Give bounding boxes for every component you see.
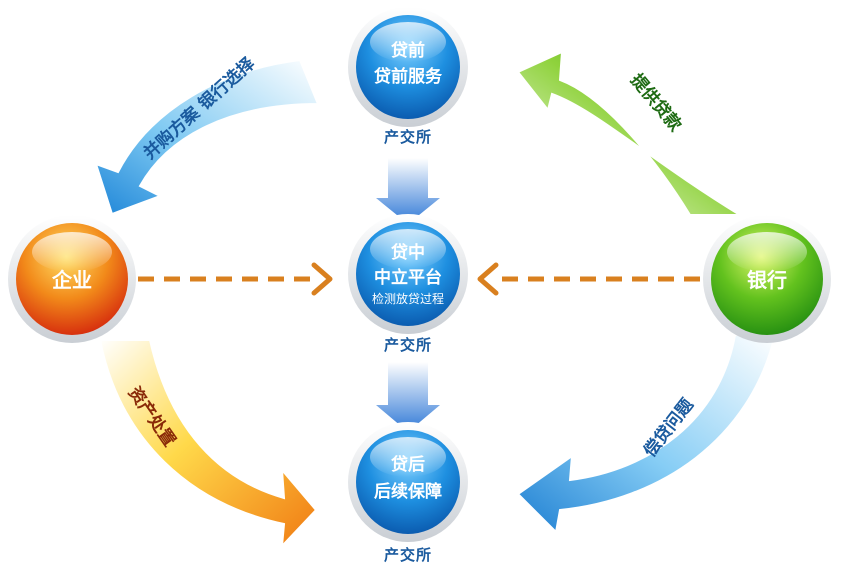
arrow-top-right: 提供贷款 xyxy=(516,50,744,216)
node-pre-loan-title: 贷前 xyxy=(391,40,425,61)
node-mid-loan-caption: 产交所 xyxy=(383,336,432,354)
node-mid-loan-detail: 检测放贷过程 xyxy=(372,291,444,306)
node-pre-loan-subtitle: 贷前服务 xyxy=(374,66,443,87)
node-post-loan-subtitle: 后续保障 xyxy=(374,481,442,502)
node-pre-loan-caption: 产交所 xyxy=(383,128,432,146)
arrow-top-left: 并购方案 银行选择 xyxy=(94,52,320,216)
node-bank-label: 银行 xyxy=(747,268,787,292)
node-enterprise-label: 企业 xyxy=(51,268,92,292)
node-bank: 银行 xyxy=(703,215,831,343)
dashed-arrow-enterprise-to-mid xyxy=(138,262,333,296)
arrow-top-right-label: 提供贷款 xyxy=(626,70,686,136)
node-post-loan-title: 贷后 xyxy=(391,454,425,475)
down-arrow-pre-to-mid xyxy=(376,158,440,224)
node-pre-loan: 贷前 贷前服务 xyxy=(348,7,468,127)
node-mid-loan: 贷中 中立平台 检测放贷过程 xyxy=(348,214,468,334)
dashed-arrow-bank-to-mid xyxy=(477,262,700,296)
node-post-loan-caption: 产交所 xyxy=(383,546,432,564)
node-post-loan: 贷后 后续保障 xyxy=(348,422,468,542)
node-enterprise: 企业 xyxy=(8,215,136,343)
node-mid-loan-subtitle: 中立平台 xyxy=(374,267,442,288)
arrow-bottom-right: 偿贷问题 xyxy=(516,334,777,535)
arrow-bottom-left: 资产处置 xyxy=(98,339,318,549)
node-mid-loan-title: 贷中 xyxy=(391,242,425,263)
down-arrow-mid-to-post xyxy=(376,362,440,432)
